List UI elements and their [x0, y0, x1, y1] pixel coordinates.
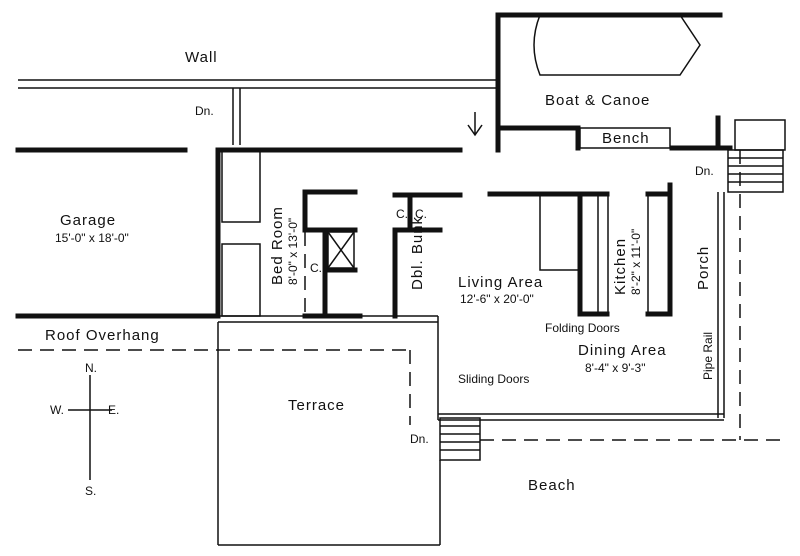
boat-outline — [533, 14, 701, 76]
label-wall: Wall — [185, 49, 218, 66]
label-garage-dim: 15'-0" x 18'-0" — [55, 231, 129, 245]
label-bench: Bench — [602, 130, 650, 147]
fixtures — [221, 14, 786, 461]
label-roof-overhang: Roof Overhang — [45, 327, 160, 344]
entry-arrow-icon — [467, 112, 483, 137]
compass-west: W. — [50, 403, 64, 417]
label-sliding-doors: Sliding Doors — [458, 372, 529, 386]
label-living-area: Living Area — [458, 274, 543, 291]
label-dining-area: Dining Area — [578, 342, 667, 359]
label-folding-doors: Folding Doors — [545, 321, 620, 335]
label-beach: Beach — [528, 477, 576, 494]
label-down-2: Dn. — [695, 164, 714, 178]
label-kitchen-dim: 8'-2" x 11'-0" — [629, 229, 643, 295]
label-boat-canoe: Boat & Canoe — [545, 92, 650, 109]
label-porch: Porch — [695, 246, 712, 290]
label-pipe-rail: Pipe Rail — [701, 332, 715, 380]
porch-steps — [727, 149, 784, 193]
overhang-lines — [18, 150, 780, 441]
bench — [579, 127, 671, 149]
label-down-3: Dn. — [410, 432, 429, 446]
south-wall — [218, 315, 724, 421]
terrace-steps — [439, 417, 481, 461]
label-down-1: Dn. — [195, 104, 214, 118]
label-kitchen: Kitchen — [612, 238, 629, 295]
label-living-dim: 12'-6" x 20'-0" — [460, 292, 534, 306]
compass: N. W. E. S. — [50, 361, 119, 498]
porch-rail — [717, 192, 725, 418]
terrace-outline — [217, 322, 441, 546]
label-double-bunk: Dbl. Bunk — [409, 216, 426, 290]
label-bedroom-dim: 8'-0" x 13'-0" — [286, 218, 300, 285]
label-bedroom: Bed Room — [269, 206, 286, 285]
label-dining-dim: 8'-4" x 9'-3" — [585, 361, 645, 375]
compass-south: S. — [85, 484, 96, 498]
compass-north: N. — [85, 361, 97, 375]
label-terrace: Terrace — [288, 397, 345, 414]
label-closet-1: C. — [310, 261, 322, 275]
compass-east: E. — [108, 403, 119, 417]
label-garage: Garage — [60, 212, 116, 229]
label-closet-2: C. — [396, 207, 408, 221]
label-closet-3: C. — [415, 207, 427, 221]
garden-wall — [18, 79, 498, 145]
